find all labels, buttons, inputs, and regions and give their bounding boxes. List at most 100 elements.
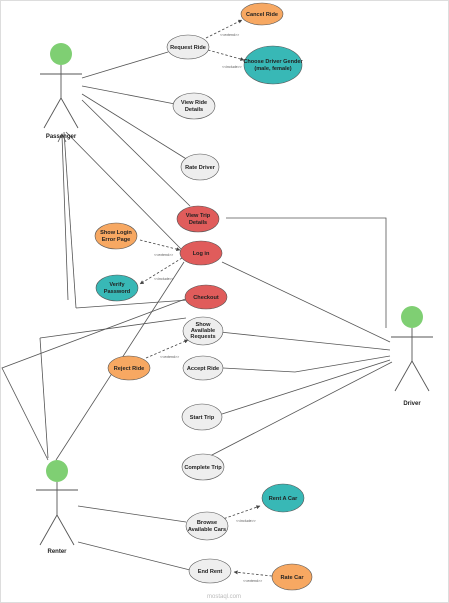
dep-reject-show-requests (145, 339, 189, 359)
assoc-passenger-rate-driver (81, 93, 189, 161)
uc-start-trip-label: Start Trip (190, 415, 215, 421)
uc-rate-car-label: Rate Car (280, 575, 304, 581)
assoc-renter-end-rent (77, 541, 191, 571)
dep-rate-car-end-rent (233, 570, 273, 577)
actor-passenger-leg-right (60, 97, 79, 129)
stereo-include-rent: <<include>> (236, 519, 256, 523)
uc-verify-password[interactable]: Verify Password (95, 274, 139, 302)
assoc-driver-complete-trip (209, 361, 393, 457)
uc-end-rent[interactable]: End Rent (188, 558, 232, 584)
uc-end-rent-label: End Rent (198, 569, 223, 575)
actor-renter[interactable]: Renter (36, 460, 78, 555)
uc-log-in[interactable]: Log in (179, 240, 223, 266)
stereo-include-verify: <<include>> (154, 277, 174, 281)
dep-browse-rent (219, 505, 261, 521)
assoc-checkout-passenger (75, 299, 189, 309)
uc-rate-driver[interactable]: Rate Driver (180, 153, 220, 181)
uc-checkout[interactable]: Checkout (184, 284, 228, 310)
assoc-passenger-checkout (63, 131, 77, 309)
uc-show-requests[interactable]: Show Available Requests (182, 316, 224, 346)
dep-request-gender (207, 49, 245, 61)
dep-login-error (139, 239, 181, 252)
actor-driver-leg-left (394, 360, 413, 392)
uc-show-login-error-label-2: Error Page (102, 237, 131, 243)
assoc-renter-browse-cars (77, 505, 187, 523)
uc-reject-ride-label: Reject Ride (114, 366, 144, 372)
uc-rate-car[interactable]: Rate Car (271, 563, 313, 591)
uc-accept-ride-label: Accept Ride (187, 366, 219, 372)
uc-request-ride-label: Request Ride (170, 45, 206, 51)
uc-request-ride[interactable]: Request Ride (166, 34, 210, 60)
actor-passenger[interactable]: Passenger (40, 43, 82, 140)
use-cases: Cancel Ride Request Ride Choose Driver G… (94, 2, 313, 591)
uc-complete-trip[interactable]: Complete Trip (181, 453, 225, 481)
assoc-passenger-log-in (65, 131, 183, 251)
uc-view-trip-details[interactable]: View Trip Details (176, 205, 220, 233)
actor-renter-label: Renter (47, 549, 67, 555)
actor-driver[interactable]: Driver (391, 306, 433, 407)
actor-renter-head (46, 460, 68, 482)
uc-show-requests-label-3: Requests (190, 334, 215, 340)
assoc-renter-show-requests (39, 337, 49, 459)
stereo-extend-rate-car: <<extend>> (243, 579, 262, 583)
dep-login-verify (139, 257, 183, 285)
actor-renter-leg-right (56, 514, 75, 546)
uc-verify-password-label-2: Password (104, 289, 131, 295)
assoc-passenger-view-ride-details (81, 85, 176, 105)
uc-show-requests-label-1: Show (196, 322, 212, 328)
uc-checkout-label: Checkout (193, 295, 219, 301)
stereo-extend-login-error: <<extend>> (154, 253, 173, 257)
stereo-extend-cancel: <<extend>> (220, 33, 239, 37)
uc-start-trip[interactable]: Start Trip (181, 403, 223, 431)
uc-accept-ride[interactable]: Accept Ride (182, 355, 224, 381)
uc-cancel-ride-label: Cancel Ride (246, 12, 278, 18)
assoc-renter-checkout (1, 297, 189, 461)
uc-choose-gender[interactable]: Choose Driver Gender (male, female) (243, 45, 304, 85)
assoc-driver-show-requests (219, 331, 391, 351)
association-lines (1, 51, 393, 571)
uc-complete-trip-label: Complete Trip (184, 465, 222, 471)
uc-browse-cars-label-1: Browse (197, 520, 217, 526)
assoc-passenger-view-trip-details (81, 99, 191, 207)
uc-browse-cars-label-2: Available Cars (188, 527, 226, 533)
assoc-driver-log-in (221, 261, 391, 343)
actor-renter-leg-left (39, 514, 58, 546)
actor-driver-head (401, 306, 423, 328)
uc-show-requests-label-2: Available (191, 328, 215, 334)
uc-show-login-error-label-1: Show Login (100, 230, 132, 236)
assoc-renter-show-requests-2 (39, 317, 187, 339)
dep-request-cancel (205, 19, 243, 39)
uc-view-ride-details[interactable]: View Ride Details (172, 92, 216, 120)
assoc-driver-view-trip-details (226, 217, 387, 328)
actor-driver-label: Driver (403, 401, 421, 407)
actor-passenger-head (50, 43, 72, 65)
actor-driver-leg-right (411, 360, 430, 392)
uc-verify-password-label-1: Verify (109, 282, 125, 288)
uc-show-login-error[interactable]: Show Login Error Page (94, 222, 138, 250)
uc-log-in-label: Log in (193, 251, 210, 257)
uc-rent-a-car[interactable]: Rent A Car (261, 483, 305, 513)
uc-choose-gender-label-1: Choose Driver Gender (243, 59, 303, 65)
actor-passenger-label: Passenger (46, 134, 77, 140)
uc-rent-a-car-label: Rent A Car (269, 496, 298, 502)
uc-rate-driver-label: Rate Driver (185, 165, 216, 171)
watermark-text: mostaql.com (207, 594, 241, 600)
stereo-extend-reject: <<extend>> (160, 355, 179, 359)
dependency-lines: <<extend>> <<include>> <<extend>> <<incl… (139, 19, 273, 583)
uc-view-ride-details-label-1: View Ride (181, 100, 207, 106)
gen-arrow-to-passenger (61, 134, 69, 301)
assoc-driver-start-trip (221, 359, 391, 415)
gen-arrow-head (57, 133, 67, 143)
actor-passenger-leg-left (43, 97, 62, 129)
uc-choose-gender-label-2: (male, female) (254, 66, 291, 72)
stereo-include-gender: <<include>> (222, 65, 242, 69)
uc-browse-cars[interactable]: Browse Available Cars (185, 511, 229, 541)
uc-cancel-ride[interactable]: Cancel Ride (240, 2, 284, 26)
uc-view-trip-details-label-2: Details (189, 220, 207, 226)
assoc-passenger-request-ride (81, 51, 169, 79)
uc-view-trip-details-label-1: View Trip (186, 213, 211, 219)
assoc-driver-accept-ride (222, 355, 391, 373)
uc-reject-ride[interactable]: Reject Ride (107, 355, 151, 381)
uc-view-ride-details-label-2: Details (185, 107, 203, 113)
